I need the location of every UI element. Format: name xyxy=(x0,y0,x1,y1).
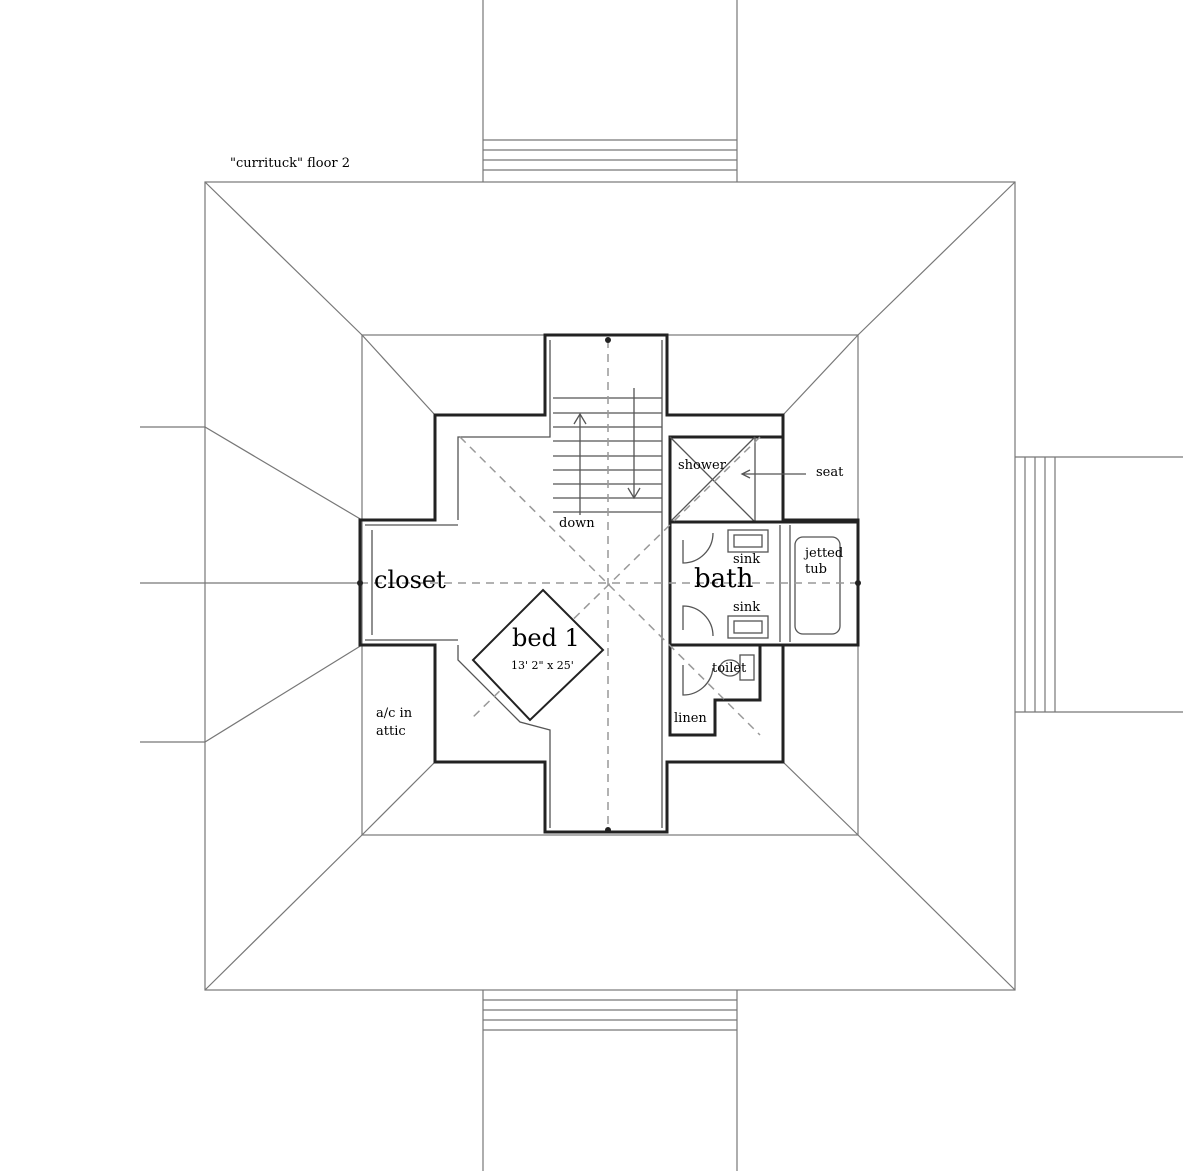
room-size-bed: 13' 2" x 25' xyxy=(511,659,574,672)
room-label-closet: closet xyxy=(374,566,446,594)
label-ac-2: attic xyxy=(376,724,406,739)
plan-title: "currituck" floor 2 xyxy=(230,156,351,171)
bottom-porch xyxy=(482,990,738,1171)
label-sink-bottom: sink xyxy=(733,600,761,615)
label-tub: tub xyxy=(805,562,827,577)
label-shower: shower xyxy=(678,458,726,473)
label-ac-1: a/c in xyxy=(376,706,413,721)
label-toilet: toilet xyxy=(712,661,747,676)
label-seat: seat xyxy=(816,465,844,480)
room-label-bath: bath xyxy=(694,564,754,594)
room-label-bed: bed 1 xyxy=(512,624,580,652)
top-porch xyxy=(482,0,738,182)
label-down: down xyxy=(559,516,595,531)
left-porch xyxy=(140,426,363,743)
label-sink-top: sink xyxy=(733,552,761,567)
bed-label-frame xyxy=(471,588,605,722)
label-linen: linen xyxy=(674,711,707,726)
label-jetted: jetted xyxy=(805,546,844,561)
right-porch xyxy=(1015,456,1183,713)
